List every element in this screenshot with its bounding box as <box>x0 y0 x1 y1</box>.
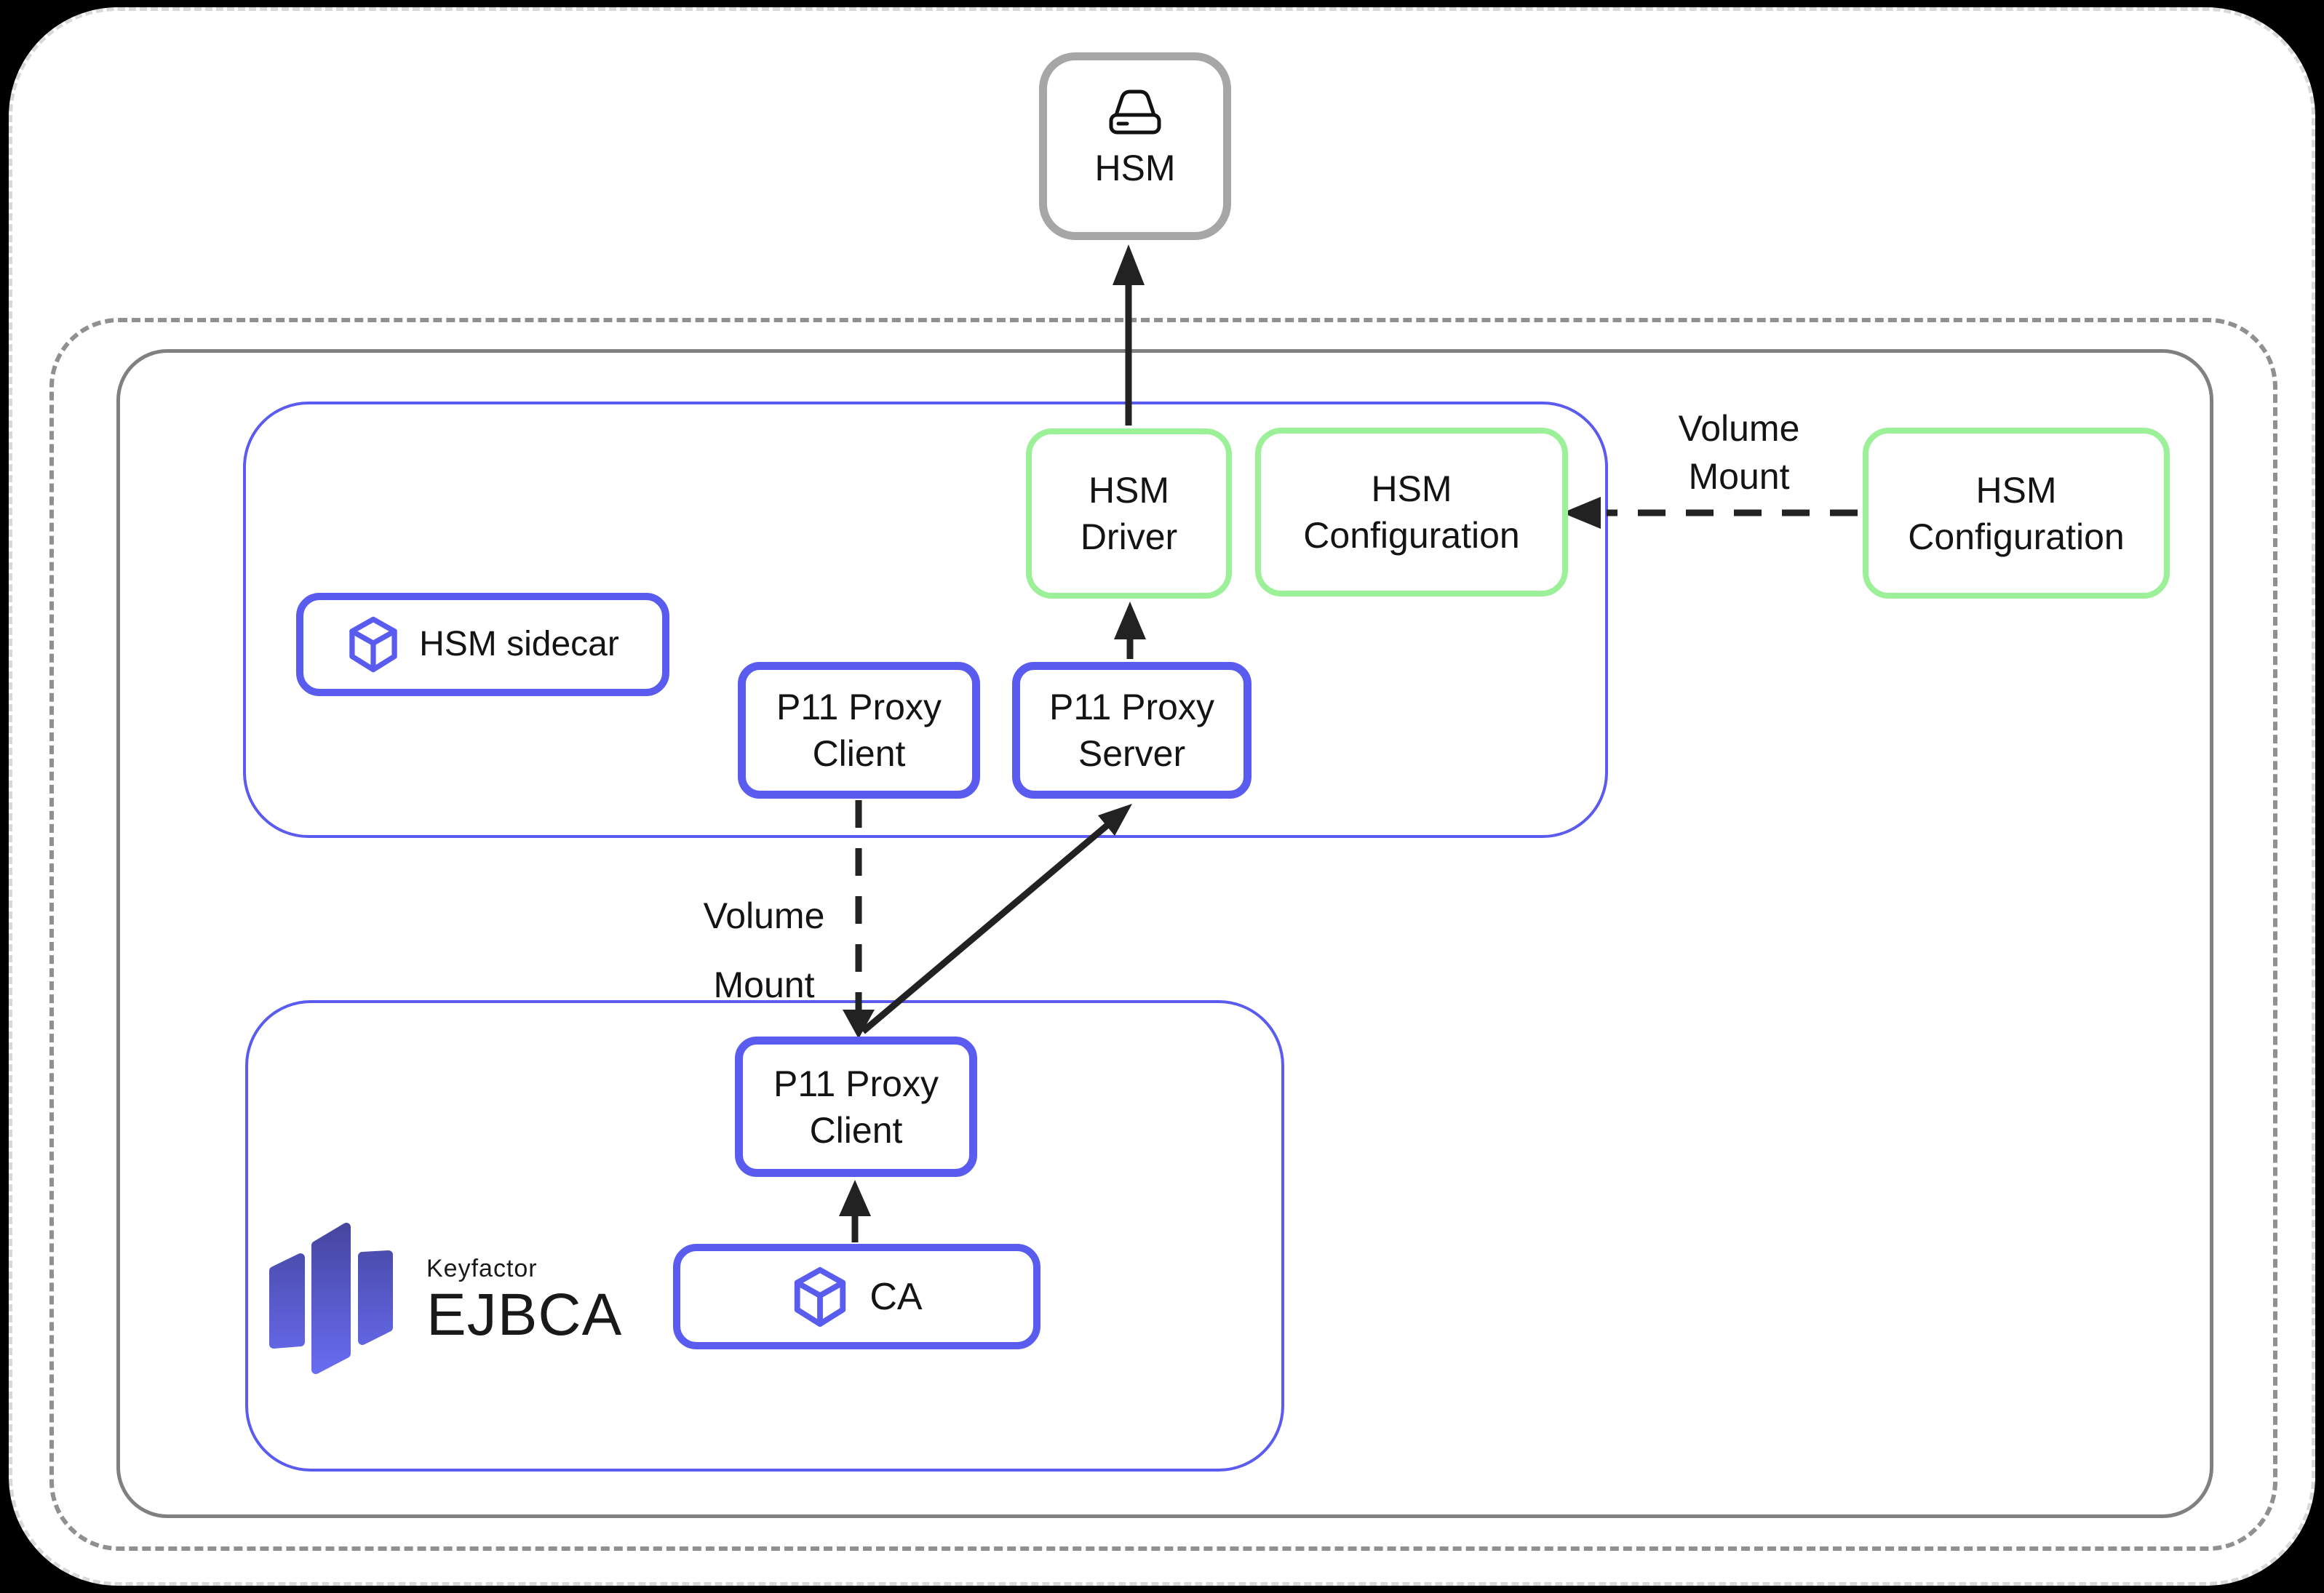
p11-proxy-server-line2: Server <box>1078 733 1186 774</box>
volume-mount-mid-line2: Mount <box>713 965 815 1005</box>
p11-proxy-server-line1: P11 Proxy <box>1049 687 1214 727</box>
volume-mount-label-right: Volume Mount <box>1608 404 1870 500</box>
hsm-driver-node: HSM Driver <box>1026 428 1232 599</box>
p11-proxy-client-top-line2: Client <box>812 733 906 774</box>
hsm-configuration-inner-line1: HSM <box>1371 468 1452 509</box>
volume-mount-right-line2: Mount <box>1688 456 1790 497</box>
keyfactor-ejbca-logo: Keyfactor EJBCA <box>266 1222 622 1378</box>
p11-proxy-server-node: P11 Proxy Server <box>1012 662 1251 799</box>
hsm-configuration-outer-line1: HSM <box>1975 469 2057 511</box>
hsm-sidecar-label: HSM sidecar <box>419 625 619 663</box>
hard-drive-icon <box>1109 89 1161 135</box>
hsm-node: HSM <box>1039 52 1231 240</box>
p11-proxy-client-bottom-line2: Client <box>809 1109 903 1151</box>
hsm-configuration-outer-line2: Configuration <box>1908 516 2125 557</box>
ejbca-pod <box>245 1000 1284 1472</box>
volume-mount-right-line1: Volume <box>1678 408 1800 449</box>
cube-icon <box>349 616 397 673</box>
hsm-configuration-inner-node: HSM Configuration <box>1255 428 1568 596</box>
logo-brand-label: Keyfactor <box>426 1254 538 1282</box>
p11-proxy-client-bottom-node: P11 Proxy Client <box>735 1037 977 1177</box>
hsm-label: HSM <box>1094 148 1176 188</box>
ca-node: CA <box>673 1244 1040 1349</box>
cube-icon <box>795 1266 846 1327</box>
outer-dashed-boundary <box>49 318 2277 1551</box>
logo-text: Keyfactor EJBCA <box>426 1254 622 1347</box>
logo-product-label: EJBCA <box>426 1281 623 1348</box>
volume-mount-mid-line1: Volume <box>703 895 825 936</box>
hsm-configuration-inner-line2: Configuration <box>1303 515 1520 556</box>
p11-proxy-client-bottom-line1: P11 Proxy <box>773 1063 939 1104</box>
p11-proxy-client-top-node: P11 Proxy Client <box>738 662 980 799</box>
p11-proxy-client-top-line1: P11 Proxy <box>776 687 942 727</box>
keyfactor-logo-mark-icon <box>269 1223 393 1374</box>
hsm-sidecar-badge: HSM sidecar <box>296 593 669 696</box>
hsm-configuration-outer-node: HSM Configuration <box>1863 428 2170 599</box>
cluster-boundary <box>116 349 2213 1518</box>
ca-label: CA <box>869 1275 923 1318</box>
hsm-driver-line1: HSM <box>1088 470 1170 511</box>
hsm-driver-line2: Driver <box>1080 516 1178 557</box>
volume-mount-label-mid: Volume Mount <box>640 882 888 1020</box>
